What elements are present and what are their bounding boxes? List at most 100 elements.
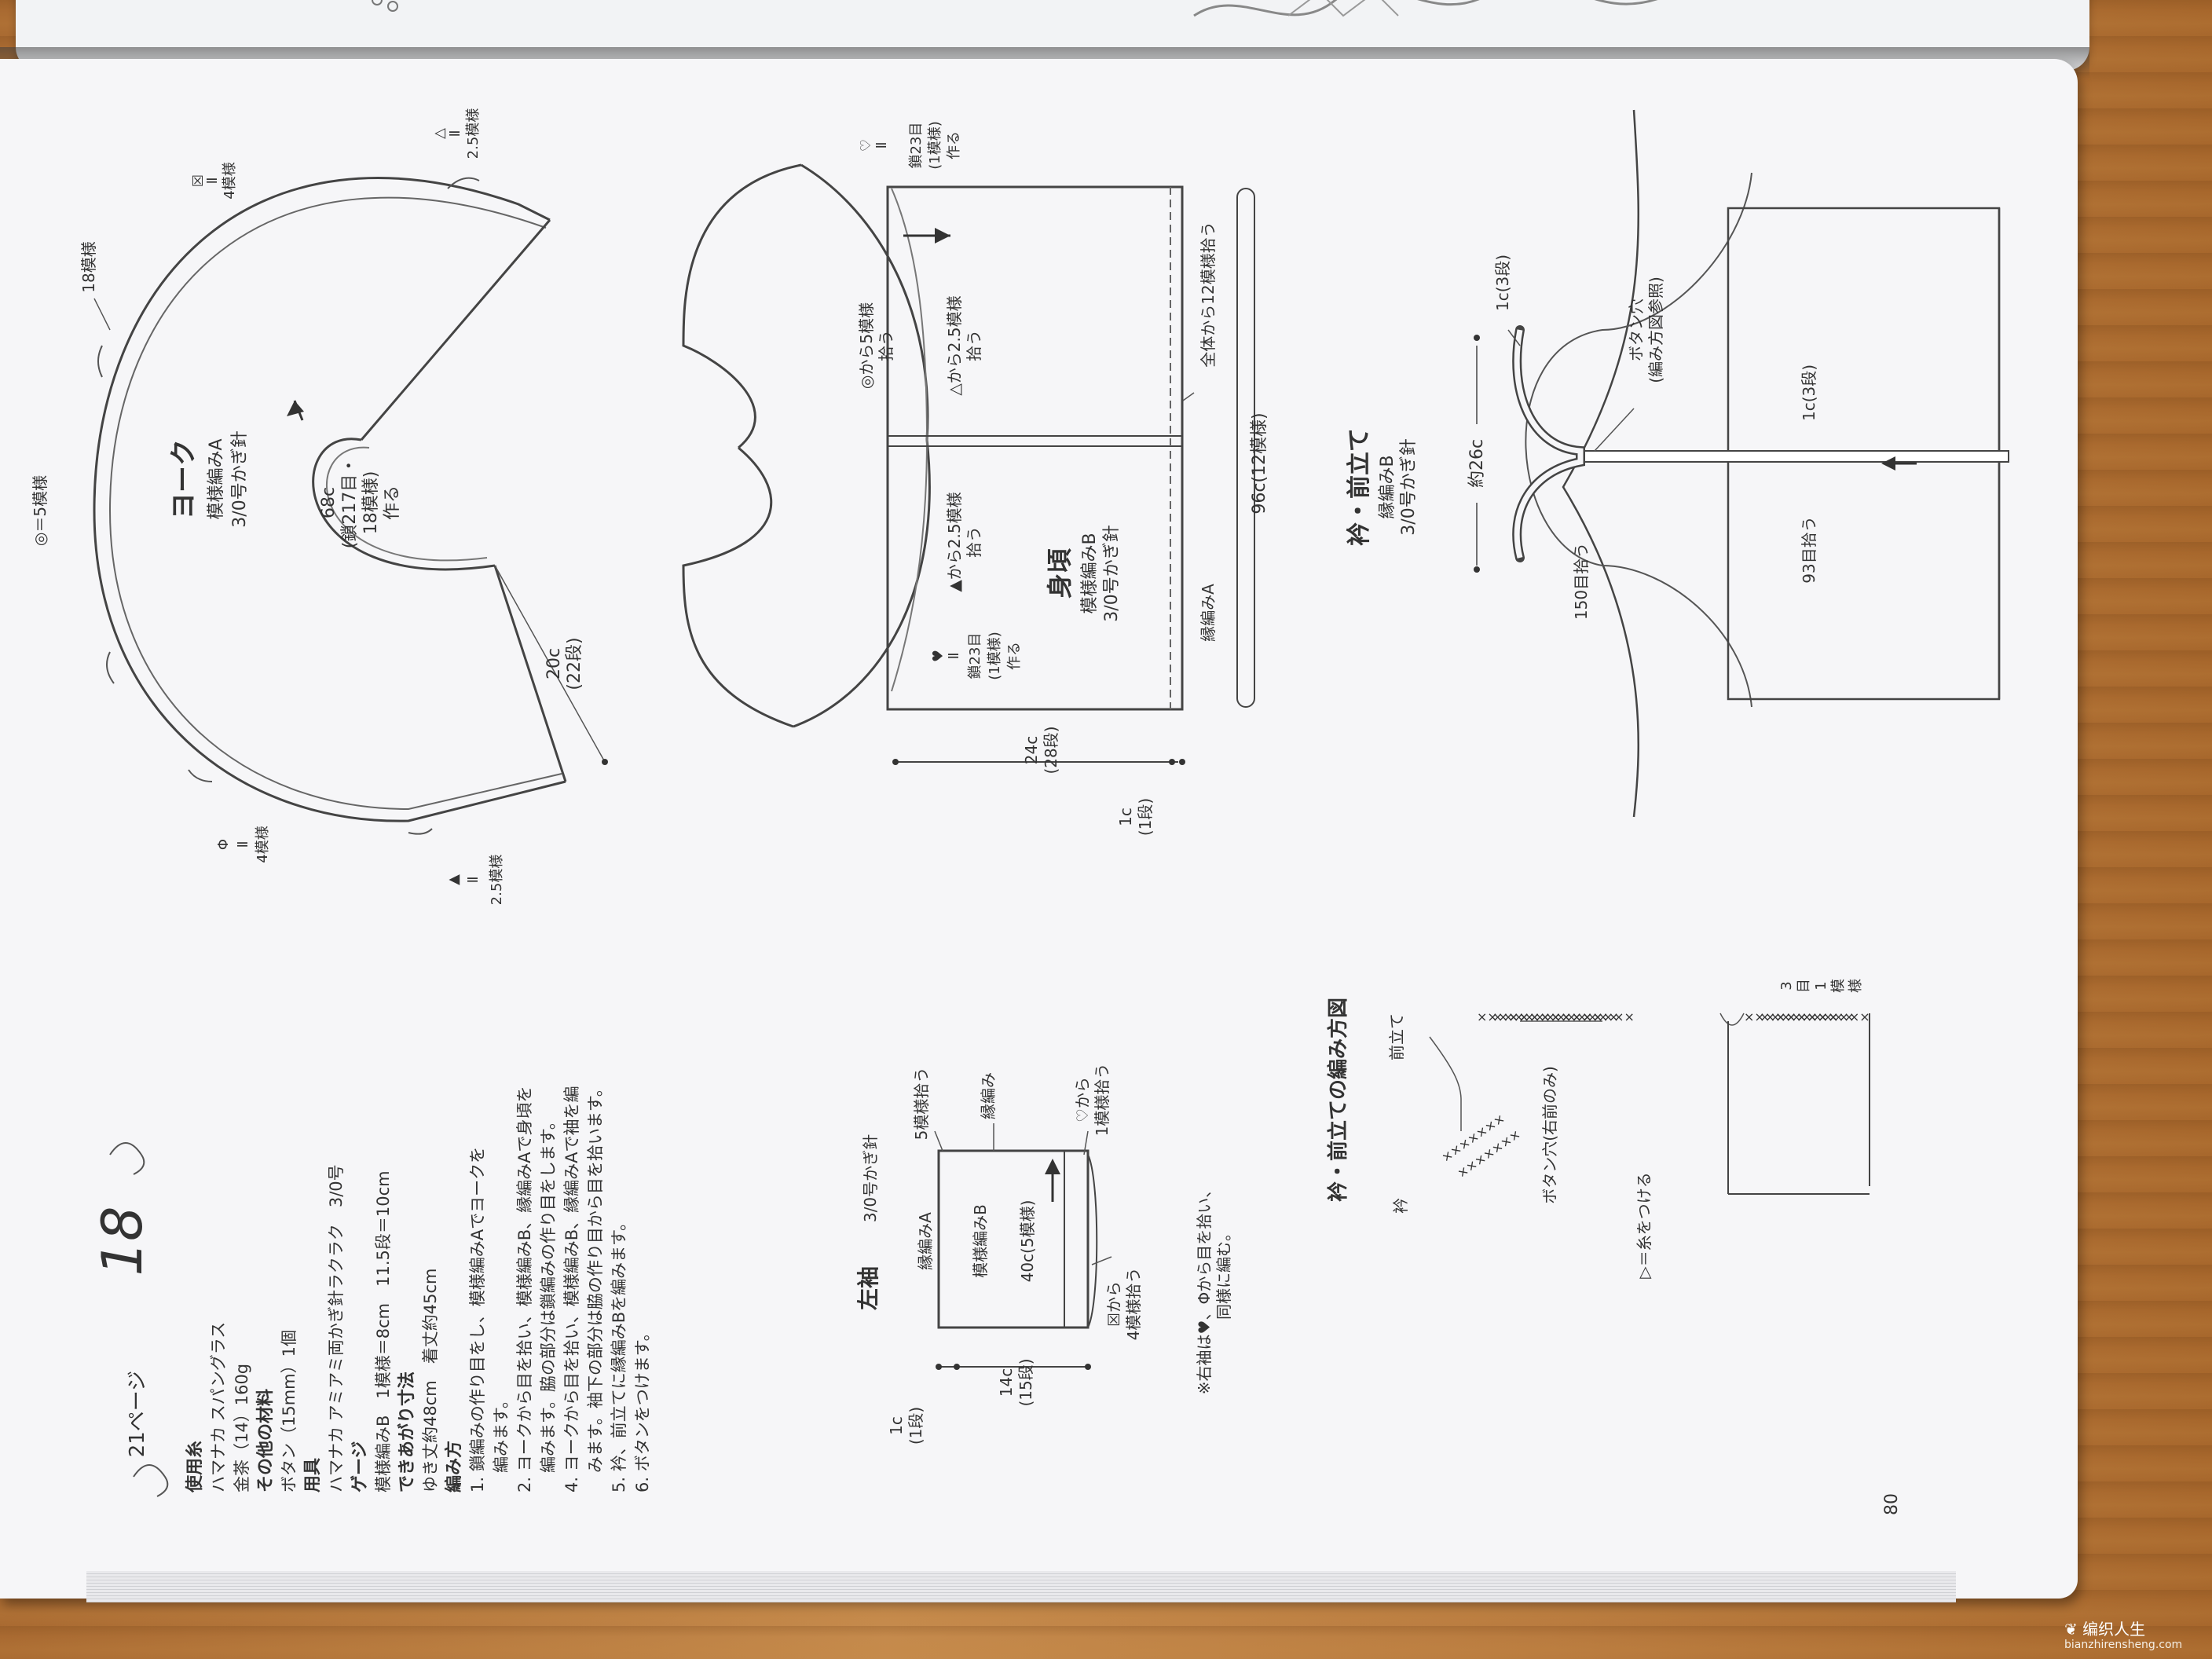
body-chain-top-5: 作る [946, 131, 962, 159]
step-2b: 編みます。脇の部分は鎖編みの作り目をします。 [539, 1113, 558, 1473]
sleeve-diagram: 左袖 3/0号かぎ針 模様編みB 40c(5模様) 縁編みA 5模様拾う 縁編み… [855, 1064, 1233, 1445]
body-width: 96c(12模様) [1250, 412, 1269, 514]
front-band [1580, 450, 2009, 463]
book-page [0, 59, 2078, 1599]
body-rectangle [886, 185, 1184, 711]
body-width-bar [1236, 188, 1255, 708]
yoke-top-mark1-c: 4模様 [222, 162, 238, 199]
sleeve-edge-depth-2: (1段) [906, 1407, 925, 1445]
chart-thread-note: ▷＝糸をつける [1635, 1172, 1654, 1278]
yoke-outer-edge-inner [108, 196, 562, 811]
collar-pick-150: 150目拾う [1572, 543, 1591, 620]
yoke-top-mark1-b: Ⅱ [204, 178, 221, 185]
collar-diagram: 衿・前立て 縁編みB 3/0号かぎ針 約26c 1c(3段) ボタン穴 (編み方… [1346, 109, 2009, 818]
chart-buttonhole-label: ボタン穴(右前のみ) [1540, 1066, 1559, 1204]
yoke-bottom-mark2-c: 2.5模様 [489, 855, 505, 906]
yoke-neck-1: 68c [319, 487, 339, 518]
yoke-title: ヨーク [168, 439, 200, 519]
yoke-neck-4: 作る [383, 485, 402, 520]
yoke-neck [312, 438, 496, 571]
body-title: 身頃 [1045, 548, 1075, 599]
sleeve-count: 40c(5模様) [1018, 1200, 1037, 1283]
sleeve-pick5: 5模様拾う [912, 1068, 931, 1141]
svg-text:×××××××××: ××××××××× [1744, 1009, 1839, 1024]
body-chain-bottom-1: ♥ [930, 650, 947, 662]
yoke-neck-3: 18模様) [361, 471, 381, 535]
body-chain-bottom-3: 鎖23目 [967, 633, 983, 679]
chart-title: 衿・前立ての編み方図 [1326, 998, 1350, 1202]
body-pick-b-1: △から2.5模様 [945, 295, 964, 395]
body-yoke-top [682, 163, 802, 449]
tools-heading: 用具 [303, 1458, 323, 1492]
materials-block: 18 21ページ 使用糸 ハマナカ スパングラス 金茶（14）160g その他の… [90, 1080, 652, 1497]
body-length-2: (28段) [1042, 726, 1060, 774]
yoke-stitch: 模様編みA [207, 438, 226, 519]
collar-rows-2: 1c(3段) [1800, 364, 1818, 421]
collar-pick-93: 93目拾う [1800, 516, 1818, 583]
sleeve-note-1: ※右袖は♥、Φから目を拾い、 [1195, 1182, 1214, 1394]
yoke-bottom-edge [493, 565, 567, 782]
yoke-bottom-mark2-b: Ⅱ [465, 877, 482, 884]
yoke-bottom-mark1-b: Ⅱ [235, 841, 251, 848]
yoke-hook: 3/0号かぎ針 [230, 430, 250, 527]
sleeve-edge: 縁編み [979, 1072, 998, 1119]
svg-text:××××××××××××: ×××××××××××× [1508, 1009, 1635, 1024]
sleeve-edge-depth-1: 1c [887, 1416, 906, 1435]
body-pick-a-1: ◎から5模様 [857, 302, 876, 389]
body-chain-top-4: (1模様) [927, 121, 943, 170]
page-number: 80 [1882, 1493, 1902, 1515]
step-1: 1. 鎖編みの作り目をし、模様編みAでヨークを [468, 1147, 487, 1492]
sleeve-hook: 3/0号かぎ針 [861, 1134, 880, 1222]
tools-text: ハマナカ アミアミ両かぎ針ラクラク 3/0号 [327, 1164, 346, 1492]
body-chain-bottom-2: Ⅱ [946, 653, 962, 660]
body-length-1: 24c [1022, 736, 1041, 764]
body-diagram: 身頃 模様編みB 3/0号かぎ針 ◎から5模様 拾う △から2.5模様 拾う ▲… [682, 121, 1269, 836]
chart-rows-3: 1 [1813, 981, 1829, 990]
yoke-depth-1: 20c [544, 648, 564, 679]
yoke-top-mark2-a: △ [431, 128, 448, 139]
yoke-top-mark2-b: Ⅱ [447, 130, 463, 137]
watermark-logo: ❦ 编织人生 [2064, 1620, 2146, 1639]
other-text: ボタン（15mm）1個 [280, 1330, 298, 1492]
svg-text:×××××××××: ××××××××× [1760, 1009, 1855, 1024]
method-heading: 編み方 [444, 1441, 464, 1492]
sleeve-from-x-1: ☒から [1104, 1281, 1123, 1327]
yoke-diagram: ヨーク 模様編みA 3/0号かぎ針 68c (鎖217目・ 18模様) 作る 2… [31, 108, 608, 906]
body-pick-b-2: 拾う [965, 330, 983, 361]
chart-symbols: ×××××××××××× ×××××××××××× ×××××××××××× ×… [1438, 1009, 1870, 1181]
yarn-color: 金茶（14）160g [233, 1364, 251, 1492]
body-edge-stitch: 縁編みA [1199, 584, 1218, 642]
page-reference: 21ページ [126, 1371, 149, 1458]
sleeve-cuff [1064, 1150, 1089, 1328]
sleeve-from-heart-1: ♡から [1073, 1077, 1092, 1122]
body-edge-pick: 全体から12模様拾う [1199, 222, 1218, 367]
sleeve-from-heart-2: 1模様拾う [1093, 1064, 1111, 1137]
sleeve-length-1: 14c [997, 1368, 1016, 1397]
body-edge-depth-2: (1段) [1136, 798, 1155, 836]
collar-stitch: 縁編みB [1378, 455, 1397, 518]
collar-title: 衿・前立て [1346, 428, 1373, 546]
chart-rows-5: 様 [1848, 979, 1864, 993]
yoke-outer-edge [93, 177, 566, 822]
yoke-depth-2: (22段) [565, 637, 584, 690]
gauge-heading: ゲージ [350, 1441, 370, 1492]
collar-width: 約26c [1467, 439, 1487, 488]
chart-rows-2: 目 [1796, 979, 1812, 993]
body-chain-bottom-4: (1模様) [987, 632, 1003, 680]
collar-buttonhole-1: ボタン穴 [1627, 298, 1646, 361]
collar-rows: 1c(3段) [1493, 255, 1512, 311]
gauge-text: 模様編みB 1模様＝8cm 11.5段＝10cm [374, 1170, 393, 1492]
yarn-heading: 使用糸 [185, 1441, 205, 1493]
body-pick-a-2: 拾う [877, 330, 895, 361]
previous-page-drawing [372, 0, 1657, 17]
step-6: 6. ボタンをつけます。 [633, 1324, 652, 1492]
body-pick-c-2: 拾う [965, 526, 983, 558]
yoke-neck-inner [326, 446, 488, 562]
yoke-bottom-mark1-a: Φ [215, 839, 232, 850]
body-stitch: 模様編みB [1080, 533, 1100, 613]
yarn-text: ハマナカ スパングラス [209, 1322, 228, 1492]
sleeve-note-2: 同様に編む。 [1214, 1225, 1233, 1320]
size-heading: できあがり寸法 [397, 1372, 417, 1492]
yoke-top-mark2-c: 2.5模様 [465, 108, 482, 159]
